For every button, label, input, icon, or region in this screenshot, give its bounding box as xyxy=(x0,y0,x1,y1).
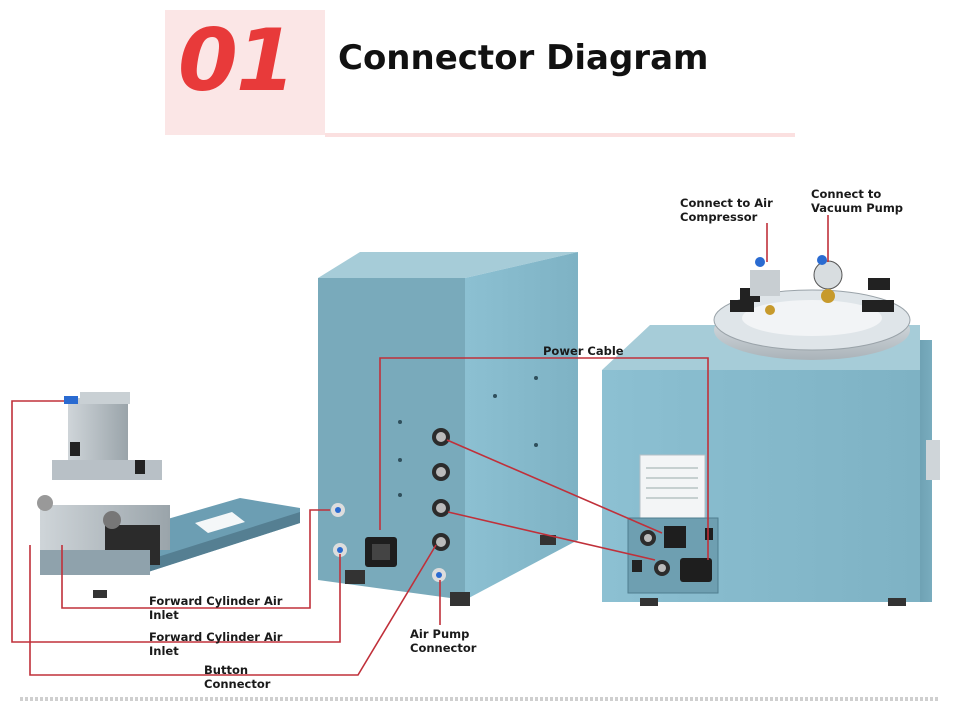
leader-connector-1 xyxy=(446,439,663,534)
label-forward-cylinder-inlet-1: Forward Cylinder Air Inlet xyxy=(149,594,283,622)
label-power-cable: Power Cable xyxy=(543,344,624,358)
label-forward-cylinder-inlet-2: Forward Cylinder Air Inlet xyxy=(149,630,283,658)
header-number-box xyxy=(165,10,325,135)
section-number: 01 xyxy=(178,11,296,111)
label-button-connector: Button Connector xyxy=(204,663,271,691)
label-air-pump-connector: Air Pump Connector xyxy=(410,627,477,655)
cylinder-device xyxy=(37,392,300,598)
bottom-divider xyxy=(20,697,940,701)
leader-lines xyxy=(11,215,829,676)
leader-button-connector xyxy=(29,544,437,676)
leader-forward-inlet-1 xyxy=(145,509,330,609)
leader-forward-inlet-2 xyxy=(11,400,341,643)
label-air-compressor: Connect to Air Compressor xyxy=(680,196,773,224)
leader-connector-2 xyxy=(447,511,656,561)
page-title: Connector Diagram xyxy=(338,38,709,78)
header-underline xyxy=(325,133,795,137)
label-vacuum-pump: Connect to Vacuum Pump xyxy=(811,187,904,215)
leader-forward-inlet-1b xyxy=(61,545,145,609)
vacuum-machine xyxy=(602,255,940,606)
control-box xyxy=(318,252,578,606)
leader-power-cable xyxy=(379,357,709,560)
